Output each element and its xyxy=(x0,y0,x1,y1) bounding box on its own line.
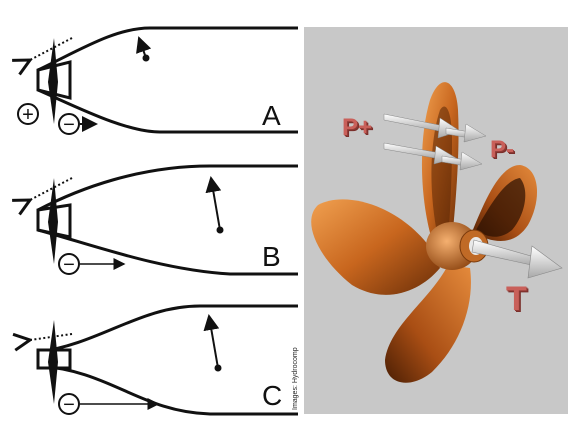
minus-symbol-b: − xyxy=(63,254,75,276)
pressure-dot-b xyxy=(216,226,224,234)
duct-upper-line-b xyxy=(37,164,298,212)
pressure-arrow-b xyxy=(205,176,222,231)
panel-a: + − xyxy=(17,26,298,136)
panel-label-b: B xyxy=(262,241,281,272)
panel-c: − xyxy=(30,304,298,416)
minus-circle-a xyxy=(58,113,80,135)
dotted-arrow-c xyxy=(30,334,73,340)
plus-symbol-a: + xyxy=(22,104,34,126)
panel-label-c: C xyxy=(262,380,283,411)
panel-b: − xyxy=(30,164,298,276)
plus-circle-a xyxy=(17,103,39,125)
propeller-render xyxy=(304,27,568,414)
minus-symbol-c: − xyxy=(63,394,75,416)
duct-upper-line-a xyxy=(37,26,298,72)
p-plus-label: P+ xyxy=(342,114,373,141)
blade-bottom xyxy=(385,265,471,383)
pressure-arrow-a xyxy=(136,36,152,59)
minus-circle-c xyxy=(58,393,80,415)
pressure-dot-a xyxy=(142,54,150,62)
thrust-arrowhead xyxy=(527,245,563,279)
panel-label-a: A xyxy=(262,100,281,131)
pressure-dot-c xyxy=(214,364,222,372)
dotted-arrow-a xyxy=(30,37,73,60)
flow-arrow-1 xyxy=(383,113,461,139)
thrust-label: T xyxy=(506,280,527,318)
p-minus-label: P- xyxy=(490,136,514,163)
flow-arrow-4 xyxy=(441,151,483,171)
propeller-blade-c xyxy=(48,320,58,404)
pressure-arrow-c xyxy=(203,314,220,369)
flow-arrow-3 xyxy=(445,123,487,143)
minus-circle-b xyxy=(58,253,80,275)
propeller-blade-a xyxy=(48,38,58,124)
blade-left xyxy=(311,199,440,295)
duct-upper-line-c xyxy=(37,304,298,354)
minus-symbol-a: − xyxy=(63,114,75,136)
image-credit: Images: Hydrocomp xyxy=(292,347,299,410)
dotted-arrow-b xyxy=(30,177,73,200)
propeller-blade-b xyxy=(48,178,58,264)
